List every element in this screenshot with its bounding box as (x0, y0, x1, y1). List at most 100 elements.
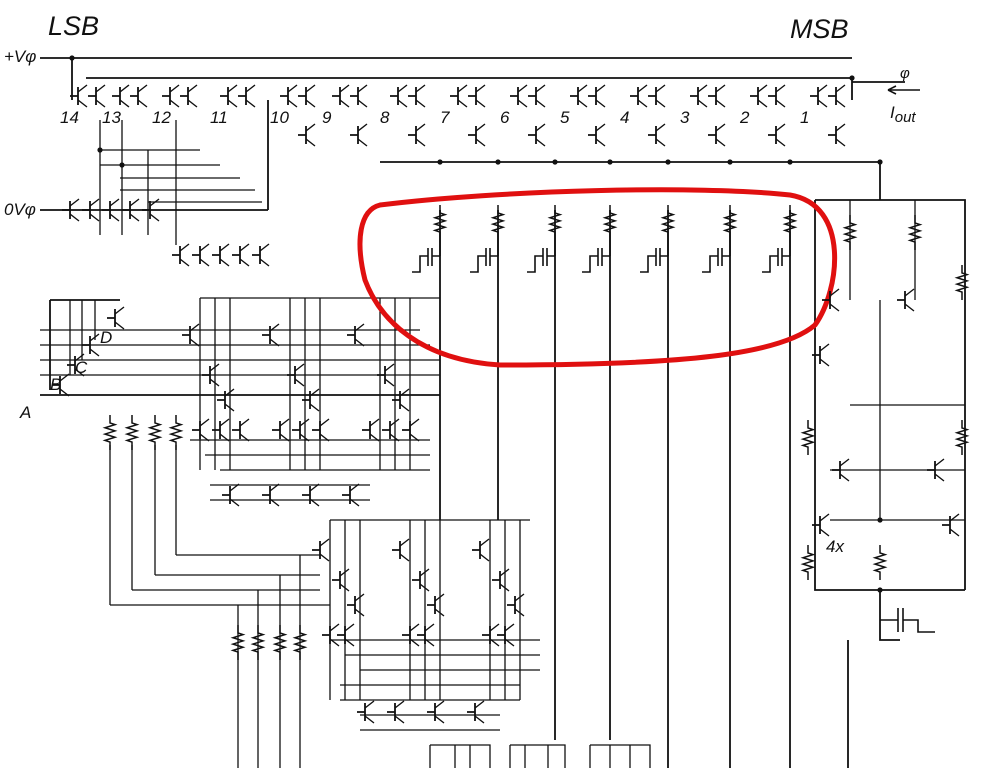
switch-transistor (70, 84, 88, 108)
decoder-resistor (292, 625, 308, 660)
switch-transistor (88, 84, 106, 108)
bit-label: 12 (152, 108, 171, 127)
decoder-transistor (122, 198, 140, 222)
decoder-transistor (212, 418, 230, 442)
decoder-transistor (507, 593, 525, 617)
decoder-transistor (322, 623, 340, 647)
scale-label: 4x (826, 537, 844, 556)
switch-transistor (648, 84, 666, 108)
switch-transistor (408, 84, 426, 108)
switch-transistor (180, 84, 198, 108)
decoder-transistor (927, 458, 945, 482)
decoder-transistor (192, 418, 210, 442)
decoder-transistor (82, 198, 100, 222)
junction-dot (552, 159, 558, 165)
switch-transistor (350, 84, 368, 108)
decoder-transistor (472, 538, 490, 562)
ladder-resistor (490, 205, 506, 240)
input-d-label: D (100, 328, 112, 347)
bit-label: 6 (500, 108, 510, 127)
decoder-transistor (302, 388, 320, 412)
ladder-resistor (602, 205, 618, 240)
decoder-resistor (872, 545, 888, 580)
decoder-transistor (427, 700, 445, 724)
switch-transistor (390, 84, 408, 108)
switch-transistor (810, 84, 828, 108)
decoder-resistor (800, 545, 816, 580)
ladder-resistor (782, 205, 798, 240)
decoder-resistor (907, 215, 923, 250)
decoder-transistor (182, 323, 200, 347)
decoder-transistor (347, 593, 365, 617)
decoder-resistor (842, 215, 858, 250)
decoder-transistor (832, 458, 850, 482)
bit-label: 8 (380, 108, 390, 127)
msb-label: MSB (790, 14, 849, 44)
junction-dot (877, 587, 883, 593)
ladder-resistor (722, 205, 738, 240)
bit-label: 14 (60, 108, 79, 127)
wiring (40, 57, 966, 768)
junction-dot (877, 159, 883, 165)
decoder-components (52, 55, 970, 724)
lsb-label: LSB (48, 11, 99, 41)
output-capacitor (880, 608, 935, 633)
decoder-transistor (822, 288, 840, 312)
decoder-transistor (252, 243, 270, 267)
switch-transistor (220, 84, 238, 108)
decoder-resistor (147, 415, 163, 450)
junction-dot (437, 159, 443, 165)
bit-label: 7 (440, 108, 450, 127)
decoder-transistor (332, 568, 350, 592)
weighted-resistor-array (412, 205, 798, 273)
switch-transistor (690, 84, 708, 108)
decoder-transistor (412, 568, 430, 592)
decoder-transistor (232, 243, 250, 267)
switch-transistor (162, 84, 180, 108)
switch-transistor (570, 84, 588, 108)
switch-transistor (708, 84, 726, 108)
current-source-transistor (298, 123, 316, 147)
switch-transistor (468, 84, 486, 108)
highlight-region (357, 187, 838, 368)
decoder-transistor (102, 198, 120, 222)
switch-transistor (528, 84, 546, 108)
switch-transistor (630, 84, 648, 108)
capacitor-switch (762, 248, 790, 273)
bit-label: 11 (210, 108, 228, 127)
switch-transistor (112, 84, 130, 108)
capacitor-switch (527, 248, 555, 273)
decoder-transistor (402, 418, 420, 442)
output-current-arrow-icon (887, 85, 920, 95)
decoder-transistor (812, 343, 830, 367)
switch-transistor-row (70, 84, 846, 147)
junction-dot (849, 75, 855, 81)
decoder-transistor (942, 513, 960, 537)
switch-transistor (298, 84, 316, 108)
decoder-transistor (337, 623, 355, 647)
current-source-transistor (768, 123, 786, 147)
decoder-transistor (427, 593, 445, 617)
current-source-transistor (708, 123, 726, 147)
decoder-transistor (222, 483, 240, 507)
decoder-transistor (82, 333, 100, 357)
switch-transistor (238, 84, 256, 108)
junction-dot (607, 159, 613, 165)
junction-dot (665, 159, 671, 165)
decoder-resistor (102, 415, 118, 450)
junction-dot (119, 162, 125, 168)
junction-dot (69, 55, 75, 61)
decoder-transistor (62, 198, 80, 222)
switch-transistor (828, 84, 846, 108)
decoder-resistor (954, 265, 970, 300)
decoder-transistor (392, 388, 410, 412)
supply-label: +Vφ (4, 47, 36, 66)
bit-label: 3 (680, 108, 690, 127)
current-source-transistor (468, 123, 486, 147)
switch-transistor (510, 84, 528, 108)
switch-transistor (280, 84, 298, 108)
junction-dot (97, 147, 103, 153)
capacitor-switch (582, 248, 610, 273)
decoder-transistor (347, 323, 365, 347)
